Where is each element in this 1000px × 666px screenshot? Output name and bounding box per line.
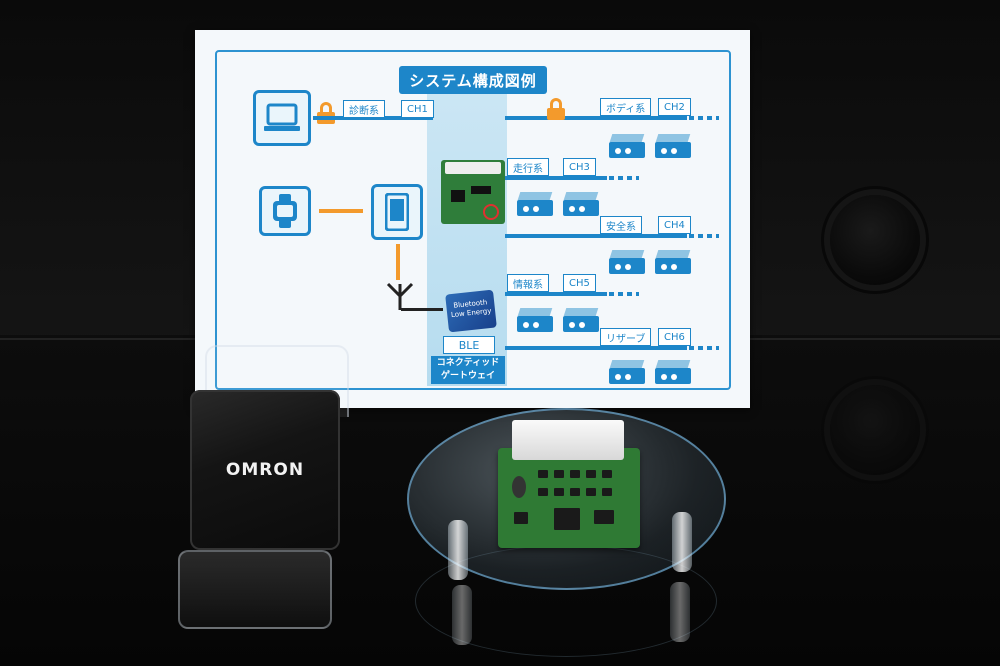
ecu-icon bbox=[655, 134, 691, 158]
ch2-bus-line bbox=[505, 116, 687, 120]
pcb-connector bbox=[512, 420, 624, 460]
acrylic-stand-base bbox=[178, 550, 332, 629]
ch3-bus-dash bbox=[609, 176, 639, 180]
antenna-icon bbox=[385, 282, 415, 316]
ecu-icon bbox=[563, 308, 599, 332]
ch6-bus-line bbox=[505, 346, 687, 350]
ble-label: BLE bbox=[443, 336, 495, 354]
ch1-bus-line bbox=[313, 116, 433, 120]
ch2-system-label: ボディ系 bbox=[600, 98, 652, 116]
ecu-icon bbox=[609, 134, 645, 158]
gateway-board-image bbox=[441, 160, 505, 224]
ecu-icon bbox=[655, 250, 691, 274]
plate-post-reflection bbox=[670, 582, 690, 642]
ch4-bus-dash bbox=[689, 234, 719, 238]
system-diagram-poster: システム構成図例 診断系 CH1 ボディ系 CH2 走行系 CH3 安全系 CH… bbox=[195, 30, 750, 408]
ecu-icon bbox=[609, 360, 645, 384]
ch5-bus-dash bbox=[609, 292, 639, 296]
ecu-icon bbox=[609, 250, 645, 274]
diagram-frame bbox=[215, 50, 731, 390]
ecu-icon bbox=[563, 192, 599, 216]
ecu-icon bbox=[517, 192, 553, 216]
bidirectional-arrow bbox=[319, 209, 363, 213]
ch4-system-label: 安全系 bbox=[600, 216, 642, 234]
lock-icon bbox=[317, 102, 335, 124]
ch6-system-label: リザーブ bbox=[600, 328, 652, 346]
plate-post bbox=[672, 512, 692, 572]
smartphone-icon bbox=[371, 184, 423, 240]
omron-device: OMRON bbox=[190, 390, 340, 550]
ch5-bus-line bbox=[505, 292, 607, 296]
gateway-label-line2: ゲートウェイ bbox=[440, 371, 495, 381]
wall-knob-reflection bbox=[830, 385, 920, 475]
lock-icon bbox=[547, 98, 565, 120]
ch5-channel-label: CH5 bbox=[563, 274, 596, 292]
gateway-pcb bbox=[498, 448, 640, 548]
ch6-bus-dash bbox=[689, 346, 719, 350]
ch2-channel-label: CH2 bbox=[658, 98, 691, 116]
plate-post bbox=[448, 520, 468, 580]
ch3-system-label: 走行系 bbox=[507, 158, 549, 176]
ch1-system-label: 診断系 bbox=[343, 100, 385, 118]
ch6-channel-label: CH6 bbox=[658, 328, 691, 346]
ch5-system-label: 情報系 bbox=[507, 274, 549, 292]
ch3-channel-label: CH3 bbox=[563, 158, 596, 176]
ch3-bus-line bbox=[505, 176, 607, 180]
ble-chip-image: Bluetooth Low Energy bbox=[445, 289, 497, 333]
gateway-label: コネクティッド ゲートウェイ bbox=[431, 356, 505, 384]
diagram-title: システム構成図例 bbox=[399, 66, 547, 94]
ecu-icon bbox=[655, 360, 691, 384]
smartwatch-icon bbox=[259, 186, 311, 236]
vertical-arrow bbox=[396, 244, 400, 280]
brand-logo: OMRON bbox=[225, 460, 305, 480]
ch2-bus-dash bbox=[689, 116, 719, 120]
antenna-line bbox=[401, 308, 443, 311]
ch4-bus-line bbox=[505, 234, 687, 238]
laptop-icon bbox=[253, 90, 311, 146]
ecu-icon bbox=[517, 308, 553, 332]
ch1-channel-label: CH1 bbox=[401, 100, 434, 118]
ch4-channel-label: CH4 bbox=[658, 216, 691, 234]
wall-knob bbox=[830, 195, 920, 285]
gateway-label-line1: コネクティッド bbox=[436, 358, 500, 368]
plate-post-reflection bbox=[452, 585, 472, 645]
